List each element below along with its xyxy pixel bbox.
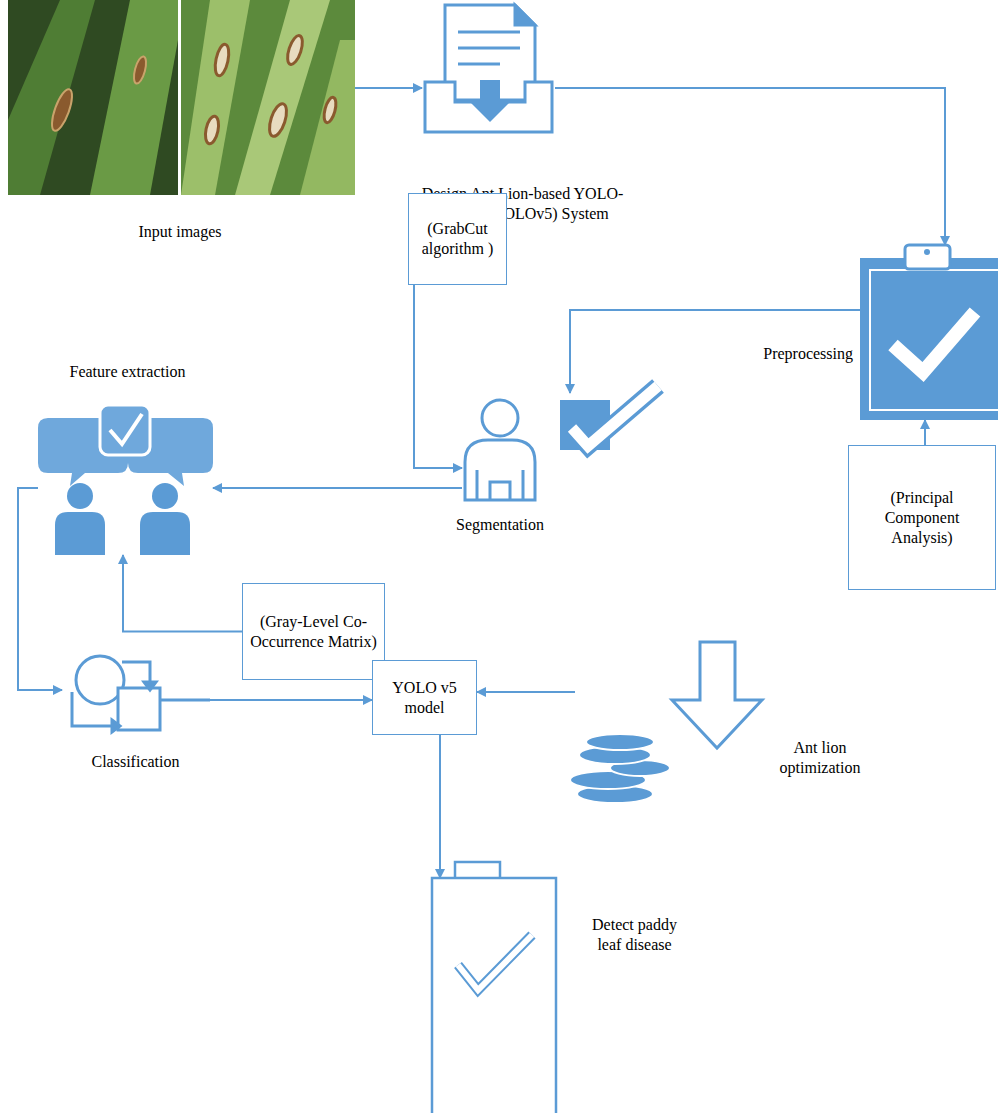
flow-arrow (555, 88, 945, 245)
icon-caption: Classification (78, 752, 193, 772)
icon-caption: Segmentation (445, 515, 555, 535)
flow-arrow (123, 555, 242, 632)
clipboard-icon (860, 245, 998, 420)
chat-icon (38, 405, 213, 555)
flow-arrow (355, 87, 422, 89)
method-box: (GrabCut algorithm ) (408, 193, 507, 285)
person-node: Segmentation (462, 393, 665, 501)
icon-caption: Input images (100, 222, 260, 242)
flow-arrow (924, 420, 926, 445)
method-box: (Principal Component Analysis) (848, 445, 996, 590)
box-label: (GrabCut algorithm ) (415, 219, 500, 259)
flow-arrow (414, 285, 462, 468)
box-label: (Gray-Level Co-Occurrence Matrix) (249, 612, 378, 652)
cycle-icon (72, 656, 210, 732)
model-box: YOLO v5 model (372, 660, 477, 735)
icon-caption: Detect paddy leaf disease (582, 915, 687, 955)
flow-arrow (213, 487, 462, 489)
leaf-photos (8, 0, 355, 195)
database-icon (570, 642, 762, 803)
clipboard-node: Preprocessing (860, 245, 998, 420)
method-box: (Gray-Level Co-Occurrence Matrix) (242, 583, 385, 680)
box-label: (Principal Component Analysis) (855, 488, 989, 548)
flow-arrow (570, 310, 860, 393)
icon-caption: Ant lion optimization (770, 738, 870, 778)
icon-caption: Preprocessing (735, 344, 853, 364)
flow-arrow (210, 699, 372, 701)
flow-arrow (477, 691, 575, 693)
cycle-node: Classification (62, 655, 210, 737)
box-label: YOLO v5 model (379, 678, 470, 718)
chat-node: Feature extraction (38, 415, 213, 555)
database-node: Ant lion optimization (575, 640, 765, 800)
flow-arrow (18, 488, 62, 690)
icon-caption: Feature extraction (45, 362, 210, 382)
document-node: Design Ant Lion-based YOLO-V5 (AL-YOLOv5… (422, 0, 555, 135)
bag-icon (432, 862, 556, 1113)
flow-arrow (439, 735, 441, 878)
document-icon (425, 5, 552, 132)
bag-node: Detect paddy leaf disease (425, 878, 556, 1113)
person-icon (465, 386, 658, 500)
image-node: Input images (8, 0, 355, 195)
